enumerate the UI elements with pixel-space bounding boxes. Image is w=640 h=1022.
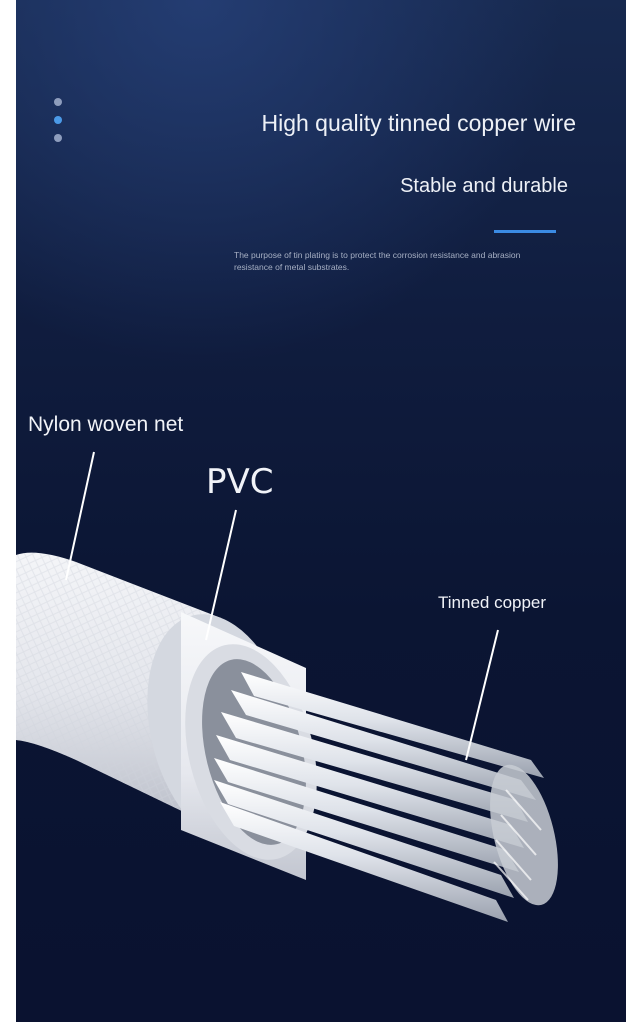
- page-indicator-dots: [52, 98, 64, 152]
- accent-bar: [494, 230, 556, 233]
- subheadline: Stable and durable: [400, 175, 568, 197]
- indicator-dot: [54, 134, 62, 142]
- pvc-label: PVC: [206, 462, 274, 502]
- indicator-dot-active: [54, 116, 62, 124]
- copper-label: Tinned copper: [438, 593, 547, 612]
- product-image-panel: High quality tinned copper wire Stable a…: [16, 0, 626, 1022]
- pvc-callout-line: [205, 509, 237, 641]
- nylon-callout-line: [65, 451, 95, 581]
- indicator-dot: [54, 98, 62, 106]
- copper-callout-line: [465, 629, 499, 761]
- description-text: The purpose of tin plating is to protect…: [234, 250, 521, 272]
- cable-cross-section-icon: [16, 451, 558, 922]
- headline: High quality tinned copper wire: [261, 110, 576, 136]
- nylon-label: Nylon woven net: [28, 413, 184, 436]
